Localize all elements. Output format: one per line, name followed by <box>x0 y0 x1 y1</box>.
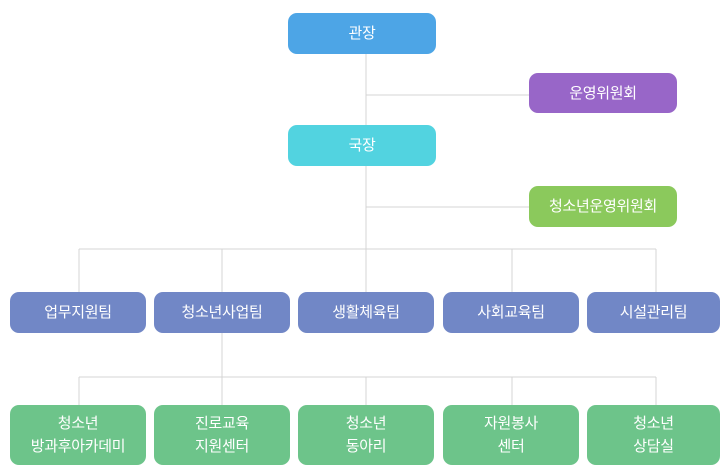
facility-label-line2: 센터 <box>497 437 525 455</box>
facility-label-line1: 청소년 <box>633 414 674 432</box>
team-label: 시설관리팀 <box>619 303 688 321</box>
facility-label-line2: 지원센터 <box>194 437 249 455</box>
team-box-business-support: 업무지원팀 <box>10 292 146 333</box>
youth-committee-box: 청소년운영위원회 <box>529 186 677 227</box>
bureau-box: 국장 <box>288 125 436 166</box>
team-label: 업무지원팀 <box>44 303 112 321</box>
facility-label-line1: 청소년 <box>57 414 99 432</box>
facility-label-line2: 방과후아카데미 <box>30 437 126 455</box>
team-label: 청소년사업팀 <box>181 303 263 321</box>
facility-box-career-center: 진로교육 지원센터 <box>154 405 290 465</box>
facility-label-line2: 상담실 <box>633 437 674 455</box>
team-box-facility-management: 시설관리팀 <box>587 292 720 333</box>
team-box-social-education: 사회교육팀 <box>443 292 579 333</box>
team-label: 사회교육팀 <box>477 303 545 321</box>
facility-box-after-school-academy: 청소년 방과후아카데미 <box>10 405 146 465</box>
facility-label-line2: 동아리 <box>345 437 387 455</box>
team-label: 생활체육팀 <box>332 303 400 321</box>
youth-committee-label: 청소년운영위원회 <box>548 197 657 215</box>
team-box-sports: 생활체육팀 <box>298 292 434 333</box>
facility-label-line1: 청소년 <box>345 414 387 432</box>
committee-label: 운영위원회 <box>569 83 637 102</box>
director-box: 관장 <box>288 13 436 54</box>
facility-box-counseling-room: 청소년 상담실 <box>587 405 720 465</box>
director-label: 관장 <box>348 24 376 42</box>
facility-box-youth-club: 청소년 동아리 <box>298 405 434 465</box>
facility-label-line1: 진로교육 <box>194 414 249 432</box>
facility-box-volunteer-center: 자원봉사 센터 <box>443 405 579 465</box>
bureau-label: 국장 <box>348 136 376 154</box>
committee-box: 운영위원회 <box>529 73 677 113</box>
team-box-youth-program: 청소년사업팀 <box>154 292 290 333</box>
facility-label-line1: 자원봉사 <box>483 414 538 432</box>
